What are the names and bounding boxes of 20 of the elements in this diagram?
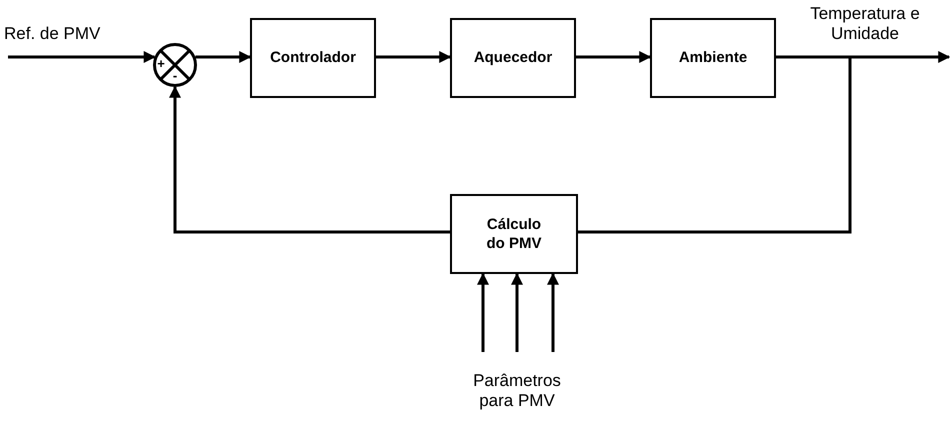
summing-junction	[153, 43, 197, 87]
arrow	[169, 86, 450, 234]
block-label: Cálculo do PMV	[486, 214, 542, 254]
block-label: Aquecedor	[474, 48, 552, 68]
arrow	[576, 51, 652, 63]
arrow	[8, 51, 156, 63]
sign-label: -	[172, 68, 178, 83]
process-box	[450, 18, 576, 98]
arrow	[376, 51, 452, 63]
arrow	[511, 272, 523, 352]
arrow	[196, 51, 252, 63]
arrow	[477, 272, 489, 352]
sign-label: +	[156, 56, 166, 71]
arrow	[547, 272, 559, 352]
input-label: Parâmetros para PMV	[472, 370, 562, 412]
process-box	[650, 18, 776, 98]
process-box	[250, 18, 376, 98]
process-box	[450, 194, 578, 274]
block-label: Ambiente	[678, 48, 748, 68]
block-label: Controlador	[270, 48, 356, 68]
